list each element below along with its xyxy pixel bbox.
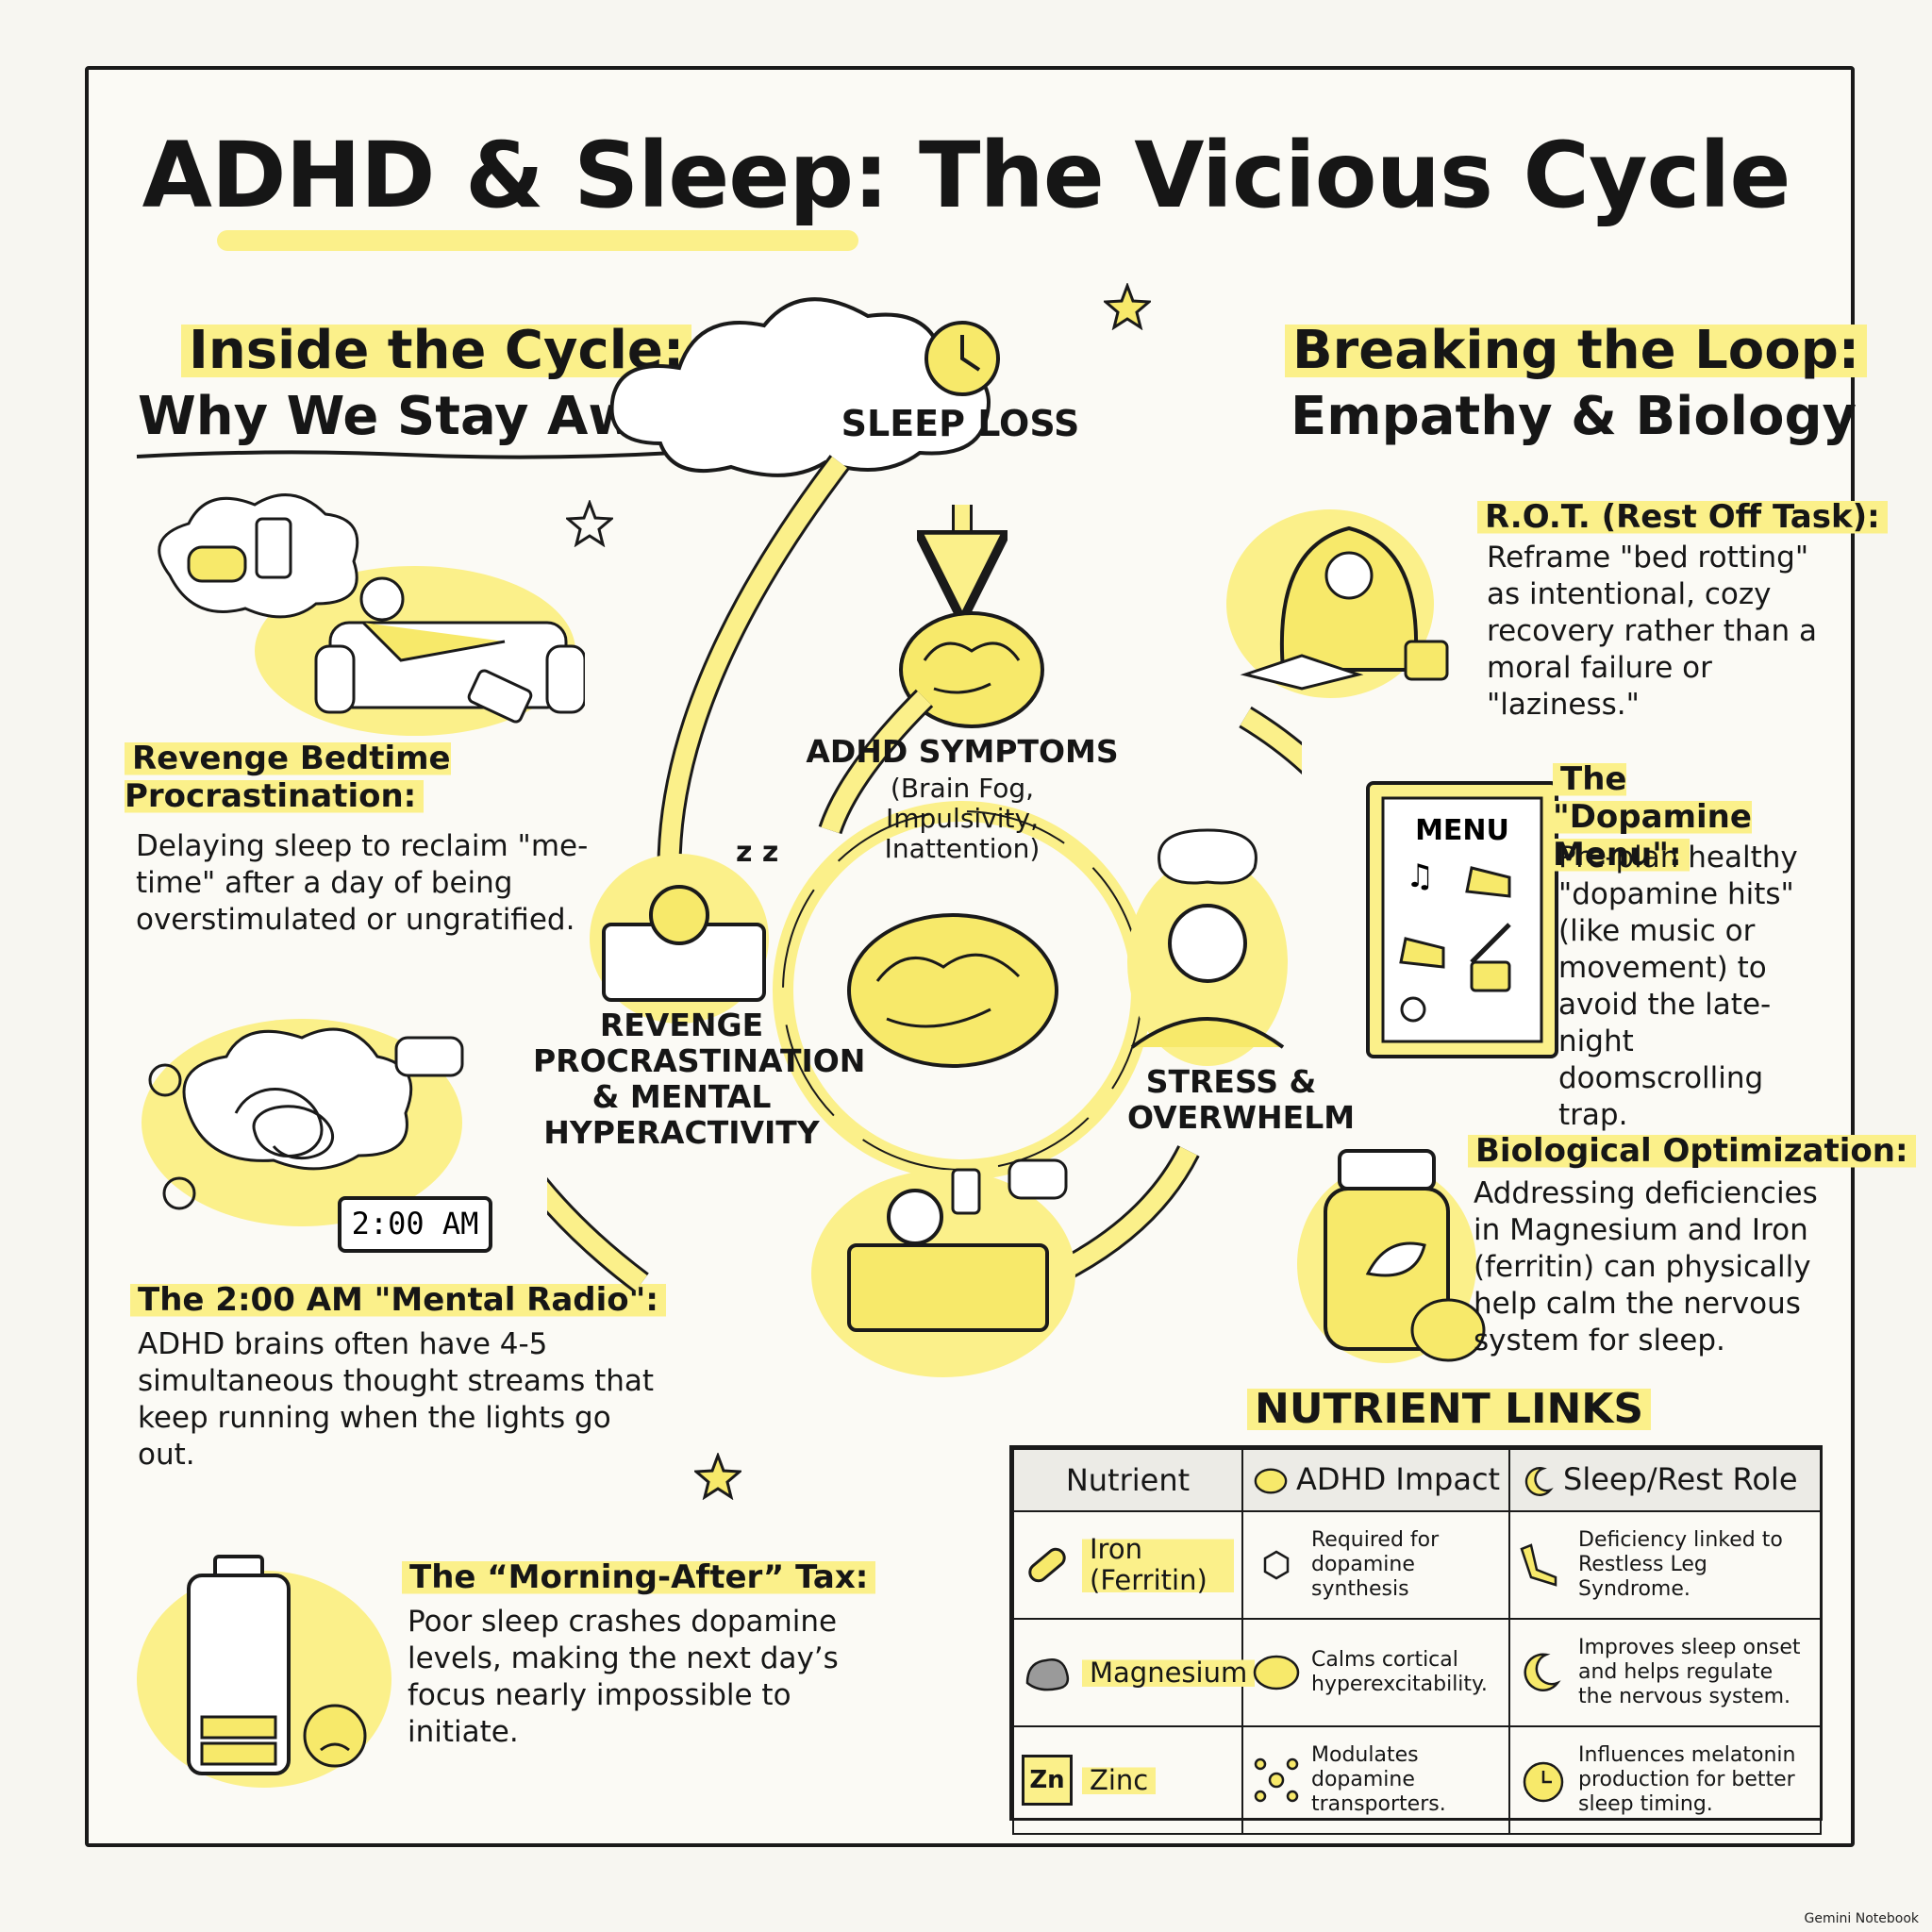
book-icon: [1240, 654, 1364, 691]
nutrient-cell: Iron (Ferritin): [1012, 1510, 1243, 1620]
dopamine-menu-title: The "Dopamine Menu":: [1553, 760, 1752, 874]
nutrient-table: Nutrient ADHD Impact Sleep/Rest Role Iro…: [1012, 1448, 1822, 1835]
column-header-adhd-impact: ADHD Impact: [1241, 1448, 1510, 1512]
impact-cell: Modulates dopamine transporters.: [1241, 1725, 1510, 1835]
network-icon: [1254, 1757, 1299, 1803]
molecule-icon: [1263, 1550, 1290, 1580]
star-icon: [566, 500, 613, 547]
star-icon: [694, 1453, 741, 1500]
brain-icon-top: [899, 611, 1044, 728]
stress-overwhelm-label: STRESS & OVERWHELM: [1127, 1063, 1356, 1136]
paintbrush-icon: [1470, 923, 1511, 964]
role-cell: Improves sleep onset and helps regulate …: [1508, 1618, 1822, 1727]
role-cell: Deficiency linked to Restless Leg Syndro…: [1508, 1510, 1822, 1620]
heart-message-icon: [1470, 960, 1511, 992]
sad-face-icon: [303, 1704, 367, 1768]
remote-icon: [467, 669, 533, 724]
zinc-element-icon: Zn: [1022, 1755, 1073, 1806]
page-title: ADHD & Sleep: The Vicious Cycle: [142, 123, 1791, 228]
stressed-person-icon: [1168, 904, 1247, 983]
mineral-rock-icon: [1025, 1658, 1070, 1691]
dopamine-menu-illustration: MENU ♫: [1366, 781, 1558, 1058]
bio-optimization-body: Addressing deficiencies in Magnesium and…: [1474, 1176, 1818, 1357]
sleep-loss-label: SLEEP LOSS: [841, 403, 1080, 444]
right-heading-2: Empathy & Biology: [1291, 386, 1857, 447]
dopamine-menu-body: Pre-plan healthy "dopamine hits" (like m…: [1558, 841, 1798, 1132]
impact-cell: Required for dopamine synthesis: [1241, 1510, 1510, 1620]
revenge-bedtime-title: Revenge Bedtime Procrastination:: [125, 740, 451, 815]
mental-radio-title: The 2:00 AM "Mental Radio":: [130, 1281, 666, 1319]
credit-text: Gemini Notebook: [1804, 1911, 1919, 1926]
table-row: Magnesium Calms cortical hyperexcitabili…: [1012, 1618, 1822, 1727]
impact-cell: Calms cortical hyperexcitability.: [1241, 1618, 1510, 1727]
bio-optimization-title: Biological Optimization:: [1468, 1132, 1916, 1170]
phone-icon: [255, 517, 292, 579]
gamepad-icon: [187, 545, 247, 583]
supplement-illustration: [1297, 1149, 1486, 1363]
column-header-sleep-role: Sleep/Rest Role: [1508, 1448, 1822, 1512]
moon-zz-icon: [1524, 1653, 1561, 1691]
restless-leg-icon: [1520, 1543, 1557, 1587]
role-cell: Influences melatonin production for bett…: [1508, 1725, 1822, 1835]
mental-radio-body: ADHD brains often have 4-5 simultaneous …: [138, 1327, 655, 1472]
revenge-bedtime-body: Delaying sleep to reclaim "me-time" afte…: [136, 829, 589, 937]
phone-icon-bed: [951, 1168, 981, 1215]
clock-plus-icon: [1523, 1761, 1564, 1803]
title-highlight: [217, 230, 858, 251]
table-row: Iron (Ferritin) Required for dopamine sy…: [1012, 1510, 1822, 1620]
bed-phone-icon: [847, 1243, 1049, 1332]
table-row: Zn Zinc Modulates dopamine transporters.…: [1012, 1725, 1822, 1835]
morning-after-title: The “Morning-After” Tax:: [402, 1558, 876, 1596]
music-note-icon: ♫: [1406, 858, 1434, 895]
svg-text:MENU: MENU: [1415, 814, 1509, 847]
nutrient-table-wrap: Nutrient ADHD Impact Sleep/Rest Role Iro…: [1009, 1445, 1823, 1835]
tangled-thoughts-illustration: 2:00 AM: [142, 1019, 492, 1253]
morning-after-body: Poor sleep crashes dopamine levels, maki…: [408, 1605, 839, 1749]
gamepad-icon-bed: [1008, 1158, 1068, 1200]
brain-icon-center: [847, 913, 1058, 1068]
revenge-procrastination-label: REVENGE PROCRASTINATION & MENTAL HYPERAC…: [533, 1007, 866, 1151]
nutrient-links-heading: NUTRIENT LINKS: [1247, 1385, 1652, 1433]
nutrient-cell: Magnesium: [1012, 1618, 1256, 1727]
leaf-icon: [1365, 1241, 1426, 1277]
moon-icon-header: [1524, 1467, 1554, 1496]
rot-title: R.O.T. (Rest Off Task):: [1477, 498, 1888, 536]
blanket-illustration: [1226, 509, 1449, 698]
brain-icon-header: [1254, 1468, 1288, 1494]
star-icon: [1104, 283, 1151, 330]
pill-capsule-icon: [1028, 1547, 1066, 1583]
rot-body: Reframe "bed rotting" as intentional, co…: [1487, 541, 1818, 722]
nutrient-cell: Zn Zinc: [1012, 1725, 1243, 1835]
adhd-symptoms-label: ADHD SYMPTOMS: [806, 733, 1119, 770]
zz-text: z z: [736, 836, 779, 869]
column-header-nutrient: Nutrient: [1012, 1448, 1243, 1512]
couch-illustration: [158, 493, 585, 736]
right-heading-1: Breaking the Loop:: [1285, 319, 1868, 383]
brain-icon-cell: [1253, 1655, 1300, 1690]
left-heading-1: Inside the Cycle:: [181, 319, 692, 383]
shoe-icon: [1465, 866, 1511, 898]
low-battery-illustration: [137, 1555, 391, 1788]
adhd-symptoms-sublabel: (Brain Fog, Impulsivity, Inattention): [884, 773, 1041, 864]
cycle-diagram: [547, 297, 1302, 1377]
digital-clock-icon: [338, 1196, 492, 1253]
brain-icon-small: [1410, 1298, 1486, 1362]
svg-text:2:00 AM: 2:00 AM: [352, 1206, 479, 1241]
sleep-loss-cloud: [609, 297, 991, 477]
mug-icon: [1404, 640, 1449, 681]
left-heading-underline: [136, 450, 675, 459]
